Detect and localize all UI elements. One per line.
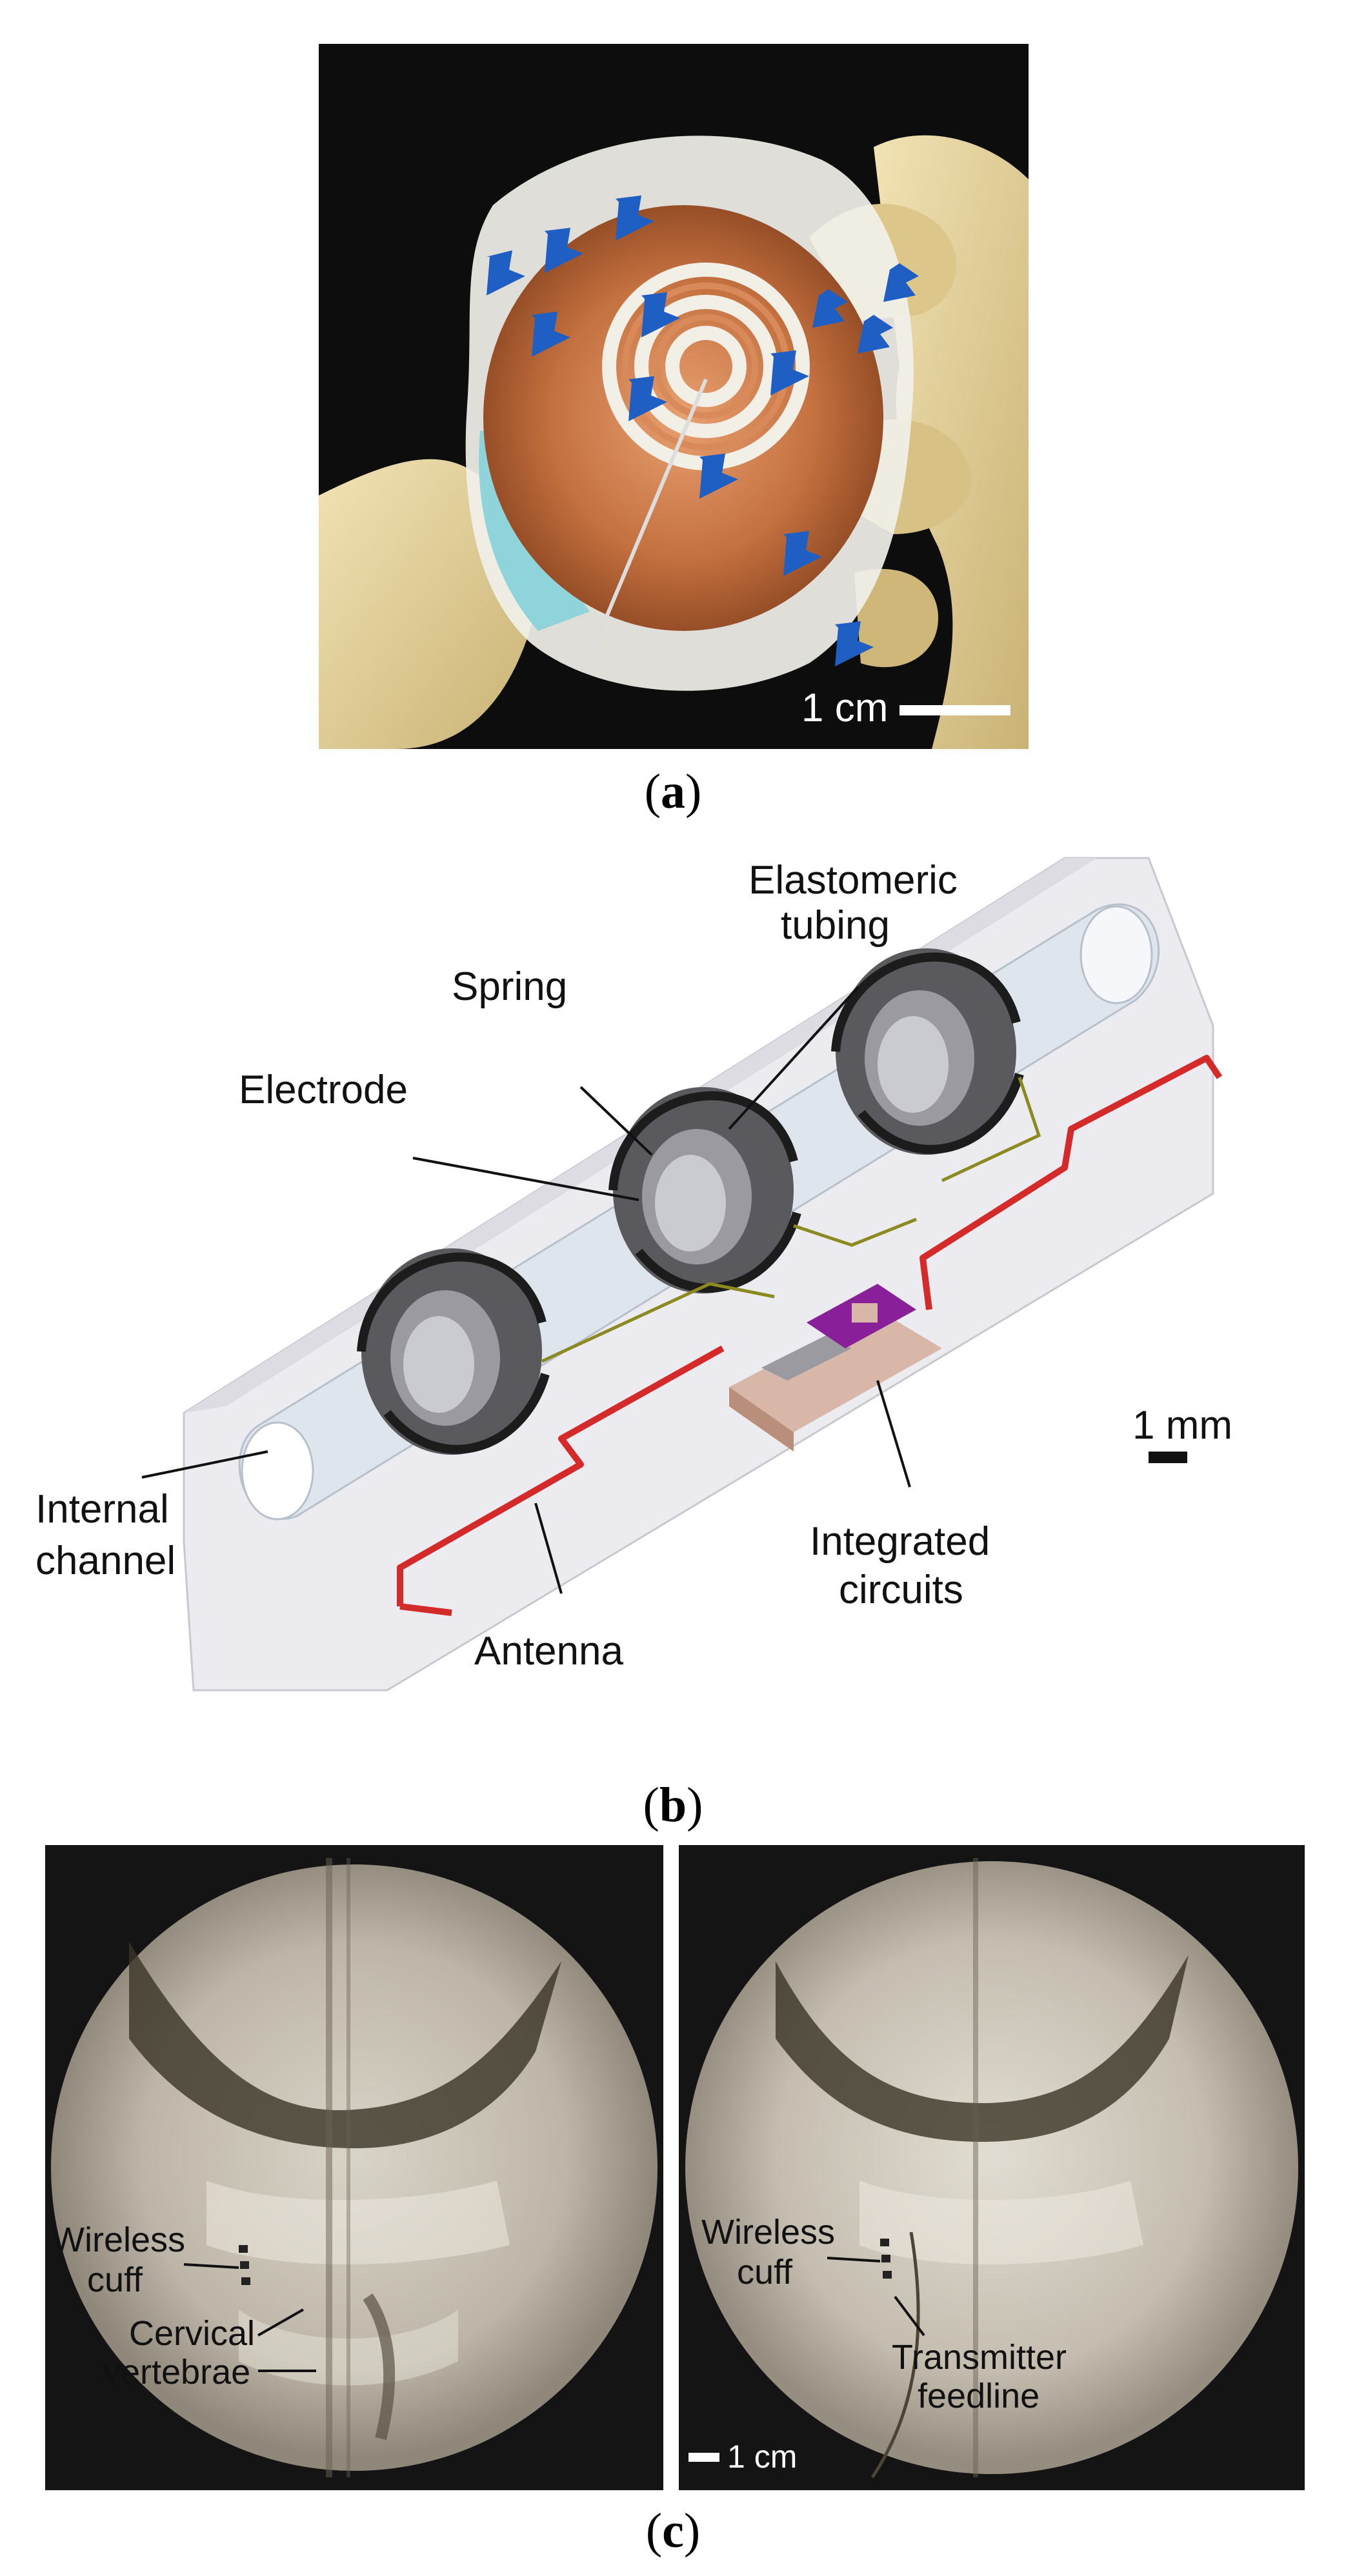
label-spring: Spring	[452, 964, 567, 1009]
panel-b-scale-bar	[1149, 1452, 1187, 1463]
antenna-trace	[397, 1055, 1223, 1606]
label-antenna: Antenna	[474, 1629, 624, 1673]
panel-a-scale-bar	[899, 705, 1010, 715]
right-wireless-label: Wireless	[701, 2213, 835, 2252]
label-internal: Internal	[35, 1487, 169, 1532]
panel-a-scale-label: 1 cm	[801, 686, 888, 730]
panel-b-caption: (b)	[643, 1778, 703, 1832]
label-channel: channel	[35, 1539, 176, 1583]
xray-right-image: Wireless cuff Transmitter feedline 1 cm	[679, 1845, 1305, 2490]
left-cuff-label: cuff	[87, 2261, 143, 2299]
label-integrated: Integrated	[810, 1519, 990, 1564]
right-transmitter-label: Transmitter	[892, 2338, 1067, 2377]
right-feedline-label: feedline	[918, 2377, 1040, 2415]
left-vertebrae-label: vertebrae	[103, 2353, 250, 2391]
panel-c-xray-right: Wireless cuff Transmitter feedline 1 cm	[679, 1845, 1305, 2490]
electrode-ring-2	[608, 1087, 801, 1293]
wireless-cuff-schematic: Elastomeric tubing Spring Electrode 1 mm…	[35, 857, 1232, 1692]
label-tubing: tubing	[781, 903, 890, 948]
label-electrode: Electrode	[239, 1068, 408, 1112]
label-circuits: circuits	[839, 1568, 963, 1612]
panel-c-scale-label: 1 cm	[727, 2439, 797, 2475]
left-cervical-label: Cervical	[129, 2314, 255, 2353]
panel-c-scale-bar	[688, 2453, 719, 2462]
panel-a-caption: (a)	[644, 764, 702, 819]
panel-c-caption: (c)	[645, 2504, 701, 2558]
label-elastomeric: Elastomeric	[748, 858, 958, 903]
panel-b-schematic: Elastomeric tubing Spring Electrode 1 mm…	[0, 832, 1346, 1755]
left-wireless-label: Wireless	[52, 2221, 185, 2259]
label-scale-1mm: 1 mm	[1132, 1403, 1232, 1448]
panel-c-xray-left: Wireless cuff Cervical vertebrae	[45, 1845, 663, 2490]
right-cuff-label: cuff	[737, 2253, 793, 2291]
integrated-circuit-chip	[729, 1284, 942, 1452]
electrode-ring-3	[831, 948, 1024, 1155]
flexible-coil-photo: 1 cm	[319, 44, 1029, 749]
panel-a-photo: 1 cm	[319, 44, 1029, 749]
xray-left-image: Wireless cuff Cervical vertebrae	[45, 1845, 663, 2490]
electrode-ring-1	[357, 1248, 550, 1455]
